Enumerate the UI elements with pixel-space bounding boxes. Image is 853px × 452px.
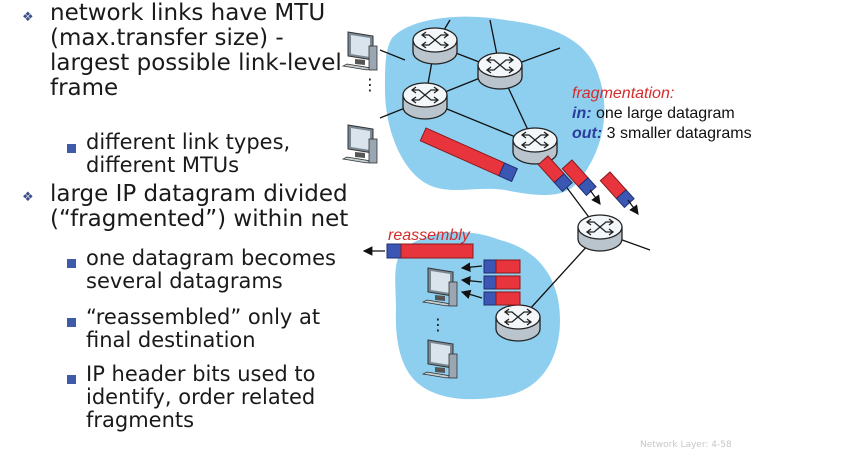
slide-footer: Network Layer: 4-58 <box>640 440 732 450</box>
reassembly-label: reassembly <box>388 227 471 244</box>
fragment-datagram <box>561 159 597 197</box>
bullet-link-types: different link types,different MTUs <box>86 130 291 177</box>
bullet-square-icon <box>67 318 76 327</box>
host-computer-icon <box>342 31 378 71</box>
bullet-square-icon <box>67 259 76 268</box>
bullet-mtu: network links have MTU(max.transfer size… <box>50 0 342 101</box>
host-computer-icon <box>342 124 378 164</box>
bullet-diamond-icon: ❖ <box>22 10 34 25</box>
bullet-square-icon <box>67 144 76 153</box>
host-computer-icon <box>422 339 458 379</box>
bullet-square-icon <box>67 375 76 384</box>
fragment-datagram <box>599 171 635 209</box>
bullet-list: ❖ network links have MTU(max.transfer si… <box>0 0 370 452</box>
router-icon <box>402 82 448 120</box>
fragment-datagram <box>483 275 521 290</box>
router-icon <box>412 27 458 65</box>
bullet-diamond-icon: ❖ <box>22 190 34 205</box>
ellipsis-dots: ⋮ <box>362 75 378 94</box>
fragment-datagram <box>483 259 521 274</box>
fragmentation-label: fragmentation: <box>572 85 674 102</box>
router-icon <box>477 52 523 90</box>
router-icon <box>577 214 623 252</box>
reassembled-datagram <box>386 243 474 259</box>
fragmentation-in-line: in: one large datagram <box>572 105 735 122</box>
fragment-datagram <box>483 291 521 306</box>
router-icon <box>495 304 541 342</box>
host-computer-icon <box>422 267 458 307</box>
fragmentation-out-line: out: 3 smaller datagrams <box>572 125 752 142</box>
large-datagram <box>419 127 519 183</box>
bullet-fragmented: large IP datagram divided(“fragmented”) … <box>50 181 349 232</box>
fragment-datagram <box>537 155 573 193</box>
ellipsis-dots: ⋮ <box>430 315 446 334</box>
